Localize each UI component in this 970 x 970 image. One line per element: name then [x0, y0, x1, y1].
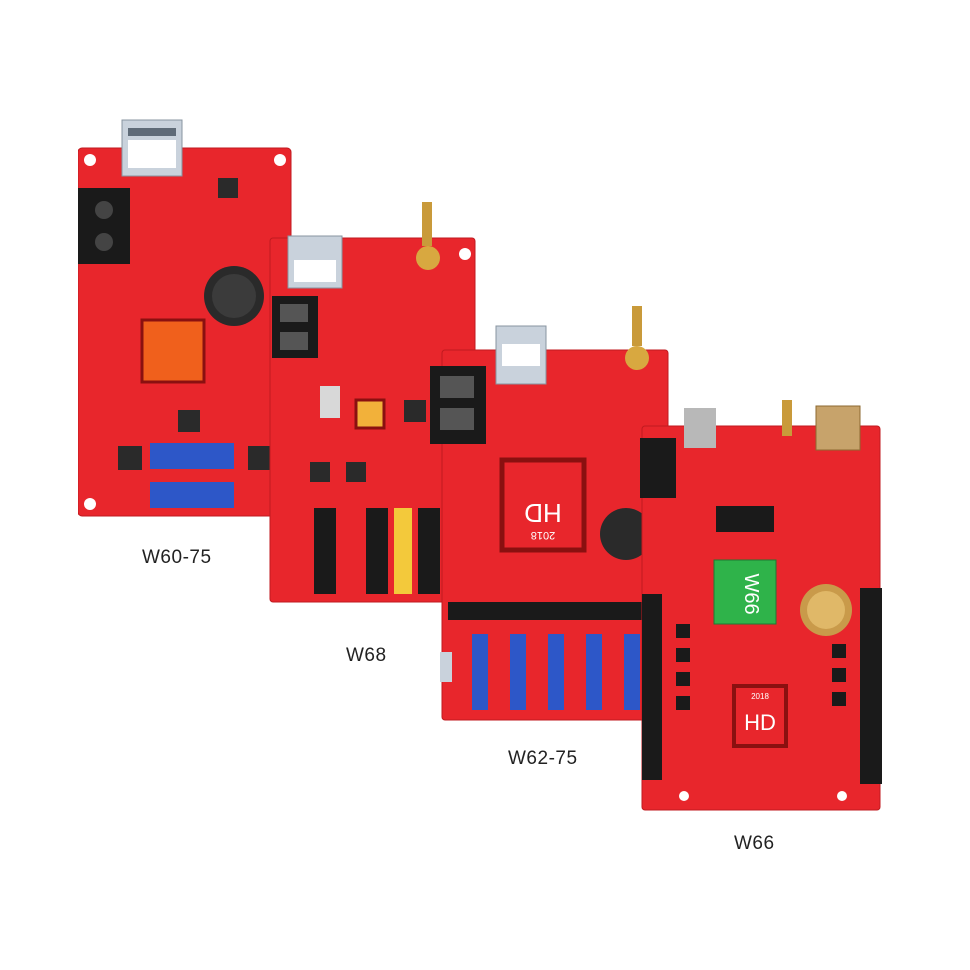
board-w60-75 — [78, 118, 293, 518]
svg-text:HD: HD — [744, 710, 776, 735]
board-label-w62-75: W62-75 — [508, 748, 578, 769]
board-label-w60-75: W60-75 — [142, 547, 212, 568]
board-w68 — [268, 200, 478, 605]
board-label-w66: W66 — [734, 833, 775, 854]
board-w66: W66 2018 HD — [636, 398, 886, 813]
board-w62-75: HD 2018 — [430, 300, 670, 725]
board-label-w68: W68 — [346, 645, 387, 666]
module-label-w66: W66 — [740, 573, 762, 614]
svg-text:2018: 2018 — [751, 692, 769, 701]
svg-text:2018: 2018 — [531, 529, 555, 541]
hd-chip-label-w62: HD — [524, 498, 562, 528]
